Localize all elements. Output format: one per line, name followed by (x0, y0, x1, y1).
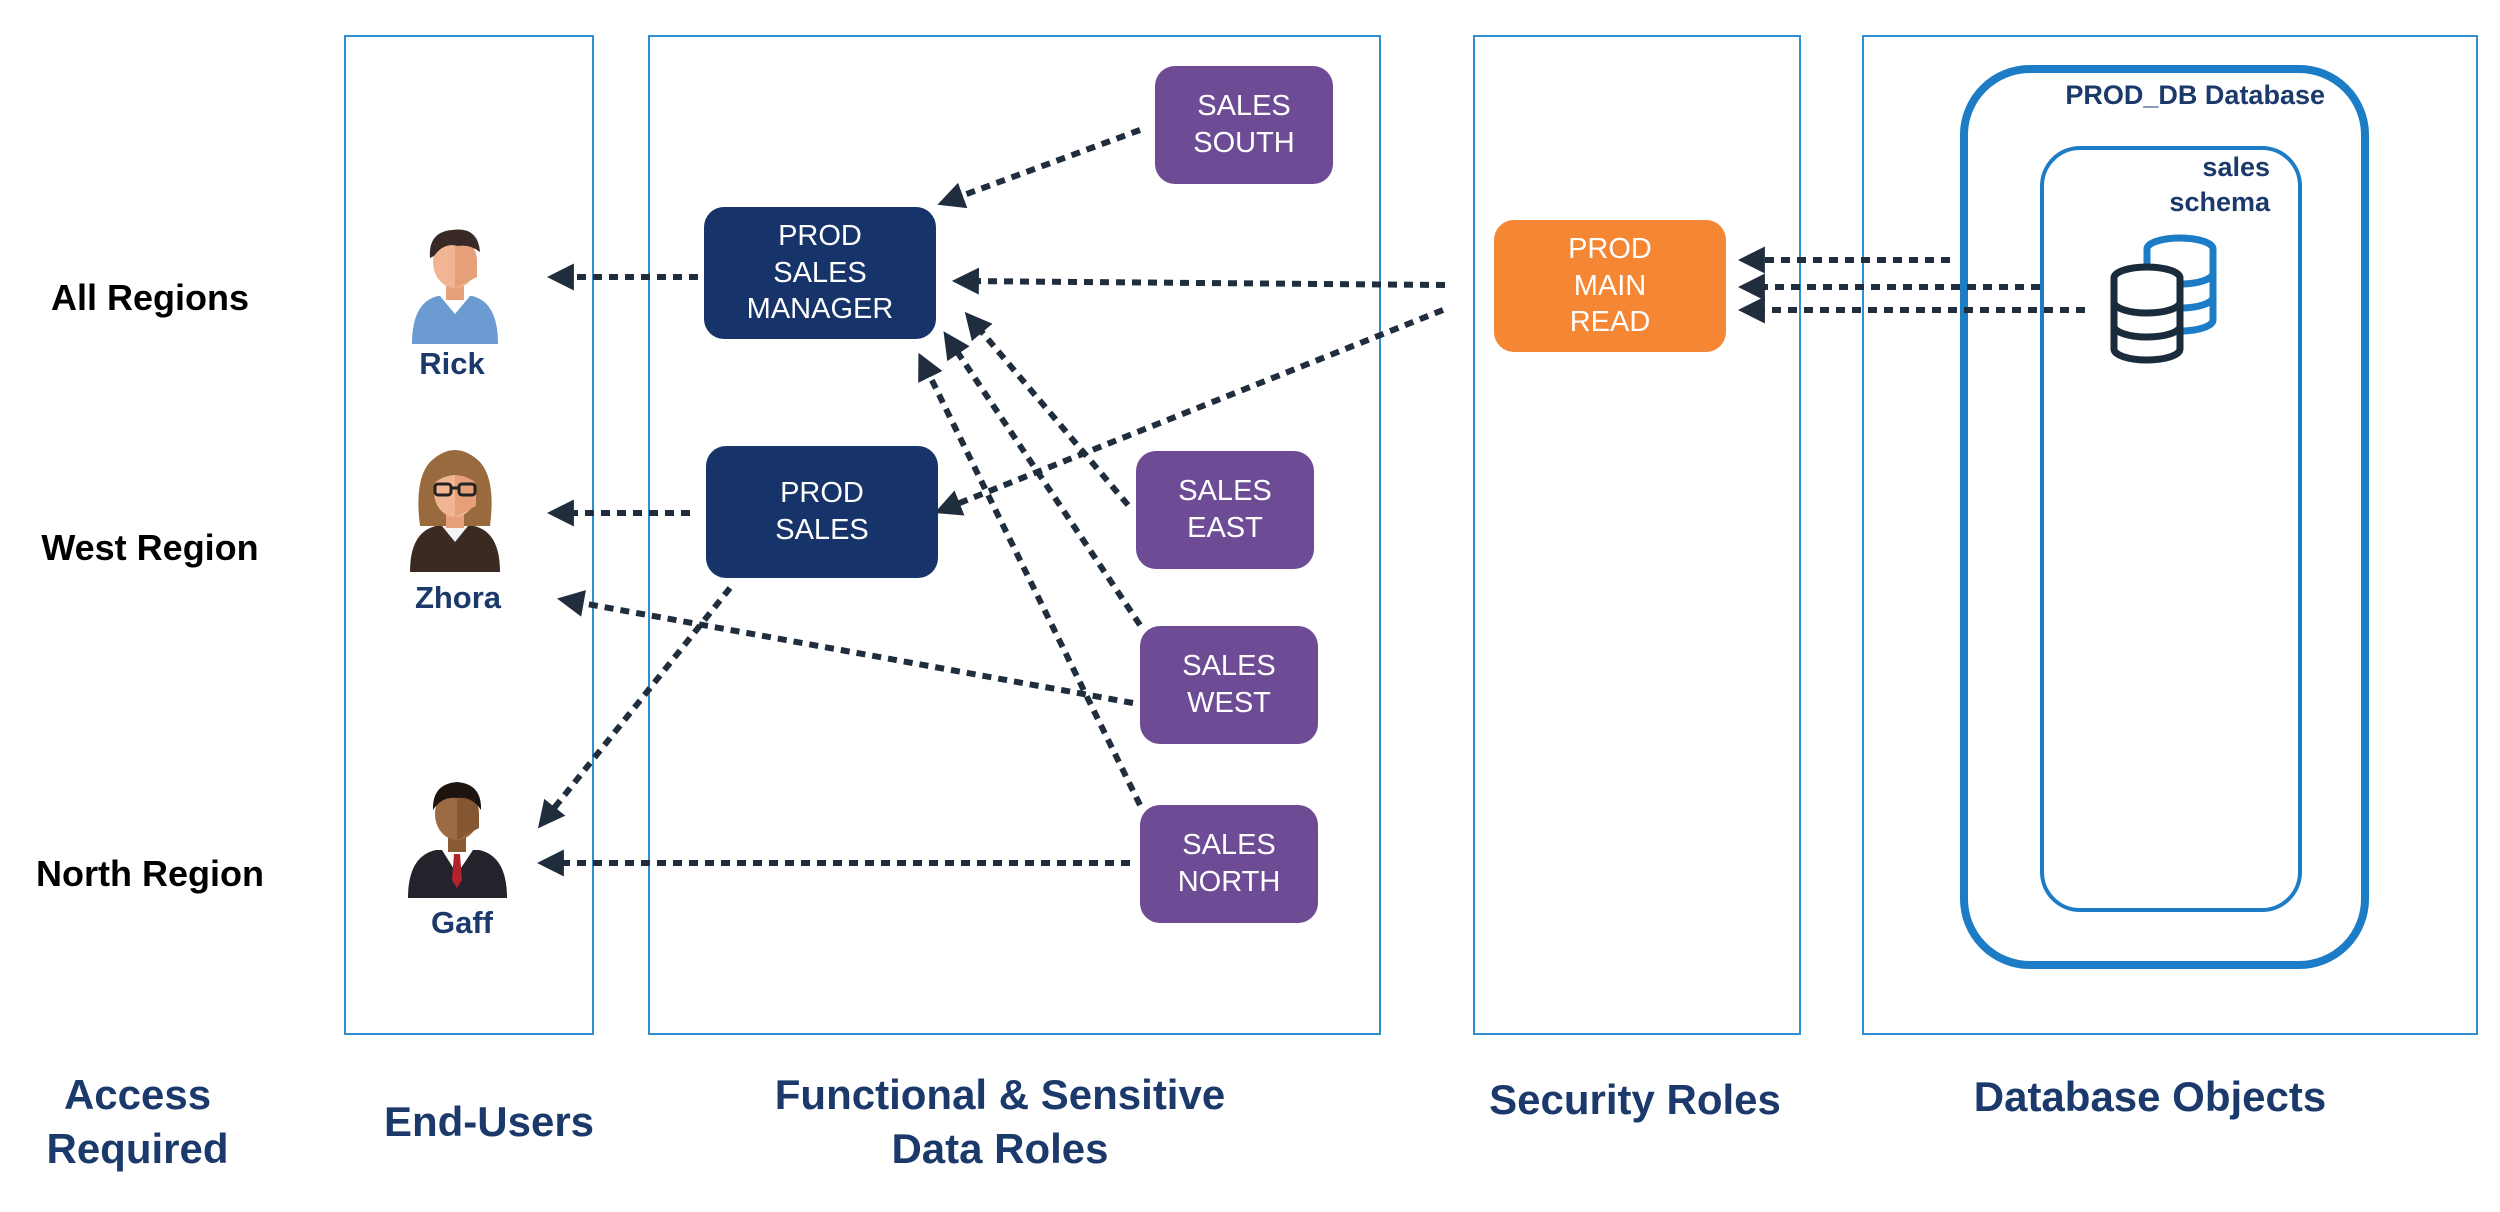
role-prod-sales-line-2: SALES (775, 514, 869, 546)
column-label-access-required-line-2: Required (46, 1124, 229, 1172)
database-label: PROD_DB Database (2020, 78, 2325, 113)
row-label-north-region: North Region (36, 853, 264, 894)
role-prod-sales-manager-line-1: PROD (778, 219, 862, 252)
role-sales-north-line-2: NORTH (1177, 866, 1281, 898)
role-sales-east-line-1: SALES (1178, 475, 1272, 508)
arrow-south-to-manager (937, 127, 1142, 209)
arrow-mainread-to-manager (951, 267, 1446, 295)
column-label-access-required-line-1: Access (63, 1071, 212, 1118)
role-sales-east-line-2: EAST (1187, 512, 1263, 544)
column-label-functional-sensitive-line-2: Data Roles (891, 1124, 1109, 1172)
arrow-west-to-zhora (557, 590, 1134, 706)
database-container (1960, 65, 2369, 969)
role-prod-main-read-line-2: MAIN (1573, 269, 1647, 302)
role-prod-main-read-line-3: READ (1569, 306, 1651, 339)
role-prod-sales-line-1: PROD (780, 477, 864, 510)
role-sales-west: SALES WEST (1140, 626, 1318, 744)
arrow-west-to-manager (943, 331, 1143, 627)
role-prod-main-read: PROD MAIN READ (1494, 220, 1726, 352)
column-label-functional-sensitive-line-1: Functional & Sensitive (774, 1071, 1226, 1118)
role-sales-west-line-2: WEST (1187, 687, 1271, 719)
row-label-all-regions: All Regions (50, 277, 250, 318)
arrow-east-to-manager (964, 311, 1131, 507)
user-gaff-icon (408, 782, 507, 898)
role-prod-main-read-line-1: PROD (1568, 232, 1652, 265)
end-users-panel (344, 35, 594, 1035)
role-sales-south: SALES SOUTH (1155, 66, 1333, 184)
schema-label-line-2: schema (2169, 187, 2270, 218)
arrow-prodsales-to-gaff (537, 586, 733, 829)
role-prod-sales: PROD SALES (706, 446, 938, 578)
database-objects-panel (1862, 35, 2478, 1035)
arrow-north-to-manager (918, 352, 1143, 807)
role-prod-sales-manager-line-2: SALES (773, 256, 867, 289)
security-roles-panel (1473, 35, 1801, 1035)
user-name-zhora: Zhora (414, 580, 502, 615)
schema-label: sales schema (2100, 150, 2270, 220)
database-stack-icon (2110, 234, 2217, 364)
schema-label-line-1: sales (2202, 152, 2270, 182)
column-label-functional-sensitive: Functional & Sensitive Data Roles (700, 1068, 1300, 1176)
column-label-security-roles: Security Roles (1489, 1076, 1781, 1123)
arrow-mainread-to-prodsales (934, 307, 1445, 516)
user-name-gaff: Gaff (431, 905, 493, 940)
role-sales-west-line-1: SALES (1182, 650, 1276, 683)
role-sales-north-line-1: SALES (1182, 829, 1276, 862)
user-name-rick: Rick (419, 346, 485, 381)
user-zhora-icon (410, 450, 500, 572)
role-sales-north: SALES NORTH (1140, 805, 1318, 923)
column-label-access-required: Access Required (0, 1068, 275, 1176)
column-label-database-objects: Database Objects (1973, 1073, 2327, 1120)
role-prod-sales-manager: PROD SALES MANAGER (704, 207, 936, 339)
database-label-text: PROD_DB Database (2065, 80, 2325, 110)
role-prod-sales-manager-line-3: MANAGER (746, 293, 894, 326)
schema-container (2040, 146, 2302, 912)
user-rick-icon (412, 229, 498, 344)
column-label-end-users: End-Users (383, 1098, 595, 1145)
role-sales-east: SALES EAST (1136, 451, 1314, 569)
functional-roles-panel (648, 35, 1381, 1035)
role-sales-south-line-2: SOUTH (1193, 127, 1295, 159)
row-label-west-region: West Region (41, 527, 259, 568)
role-sales-south-line-1: SALES (1197, 90, 1291, 123)
